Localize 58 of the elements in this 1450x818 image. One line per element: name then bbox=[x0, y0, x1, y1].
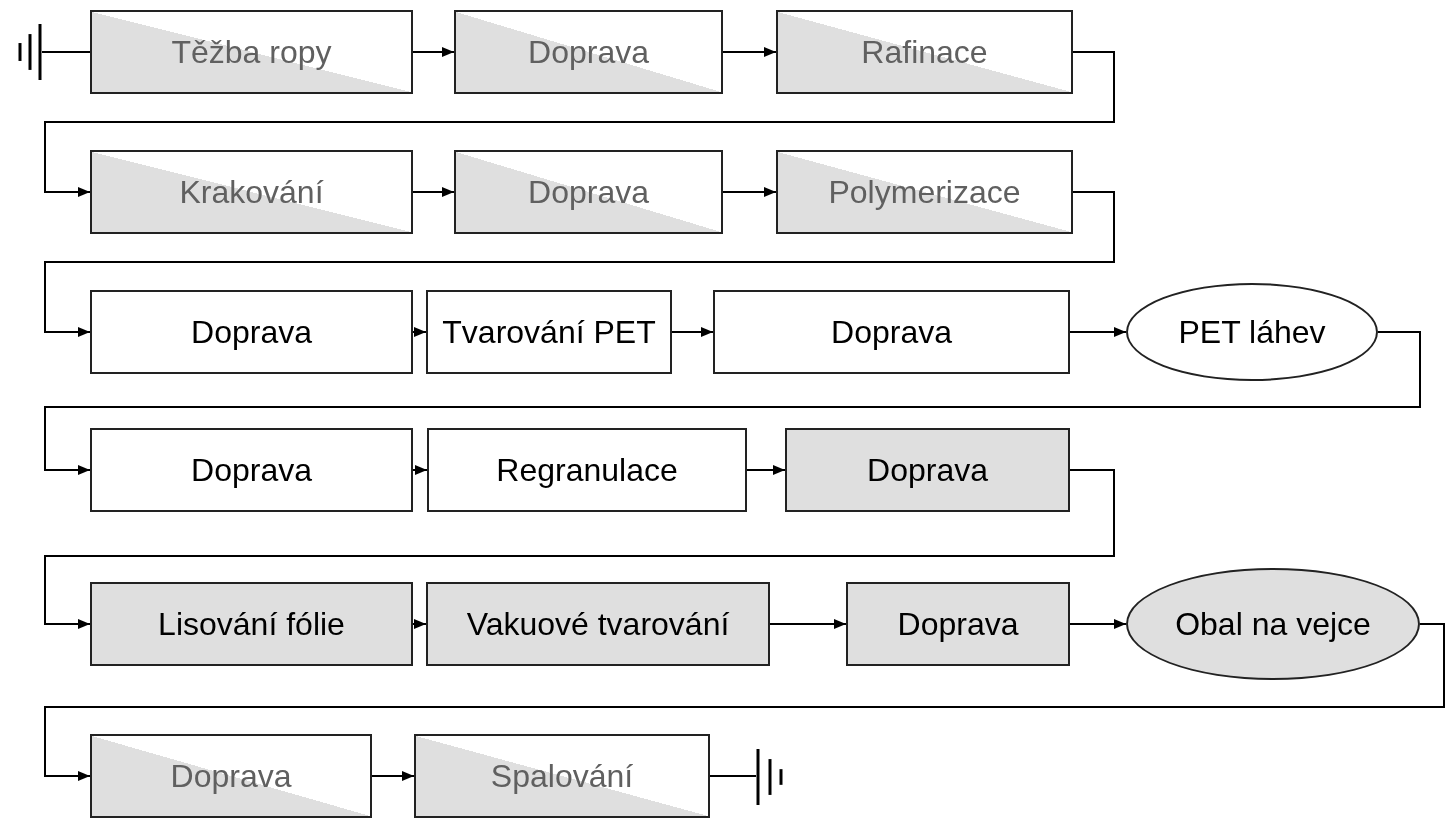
process-box bbox=[90, 428, 413, 512]
node-label: Doprava bbox=[897, 608, 1019, 640]
arrow bbox=[44, 191, 1115, 337]
node-label: Tvarování PET bbox=[442, 316, 656, 348]
process-box bbox=[776, 150, 1073, 234]
process-box bbox=[90, 582, 413, 666]
process-box bbox=[426, 582, 770, 666]
arrow bbox=[44, 469, 1115, 629]
arrow bbox=[44, 331, 1421, 475]
arrow bbox=[44, 623, 1445, 781]
arrow bbox=[412, 47, 455, 57]
node-label: PET láhev bbox=[1178, 316, 1326, 348]
arrow bbox=[44, 51, 1115, 197]
arrow bbox=[412, 619, 427, 629]
node-label: Doprava bbox=[528, 176, 649, 208]
arrow bbox=[722, 187, 777, 197]
node-label: Spalování bbox=[490, 760, 634, 792]
node-label: Polymerizace bbox=[828, 176, 1021, 208]
process-box bbox=[713, 290, 1070, 374]
ground-symbol bbox=[756, 749, 784, 805]
arrow bbox=[412, 465, 428, 475]
connector-line bbox=[41, 51, 91, 53]
node-label: Těžba ropy bbox=[171, 36, 332, 68]
node-label: Doprava bbox=[528, 36, 649, 68]
arrow bbox=[412, 187, 455, 197]
process-box bbox=[90, 150, 413, 234]
connector-line bbox=[709, 775, 757, 777]
node-label: Doprava bbox=[170, 760, 292, 792]
process-box bbox=[846, 582, 1070, 666]
node-label: Doprava bbox=[191, 454, 312, 486]
node-label: Vakuové tvarování bbox=[466, 608, 730, 640]
ground-symbol bbox=[18, 24, 42, 80]
arrow bbox=[769, 619, 847, 629]
arrow bbox=[722, 47, 777, 57]
arrow bbox=[412, 327, 427, 337]
process-box bbox=[776, 10, 1073, 94]
arrow bbox=[746, 465, 786, 475]
node-label: Doprava bbox=[831, 316, 952, 348]
process-box bbox=[90, 290, 413, 374]
process-box bbox=[414, 734, 710, 818]
arrow bbox=[1069, 619, 1127, 629]
process-box bbox=[90, 734, 372, 818]
process-box bbox=[427, 428, 747, 512]
node-label: Regranulace bbox=[496, 454, 678, 486]
node-label: Lisování fólie bbox=[158, 608, 345, 640]
arrow bbox=[1069, 327, 1127, 337]
process-box bbox=[785, 428, 1070, 512]
arrow bbox=[371, 771, 415, 781]
node-label: Doprava bbox=[191, 316, 312, 348]
process-box bbox=[426, 290, 672, 374]
node-label: Obal na vejce bbox=[1175, 608, 1371, 640]
node-label: Doprava bbox=[867, 454, 988, 486]
process-box bbox=[90, 10, 413, 94]
process-box bbox=[454, 150, 723, 234]
arrow bbox=[671, 327, 714, 337]
node-label: Rafinace bbox=[861, 36, 988, 68]
node-label: Krakování bbox=[179, 176, 324, 208]
process-box bbox=[454, 10, 723, 94]
